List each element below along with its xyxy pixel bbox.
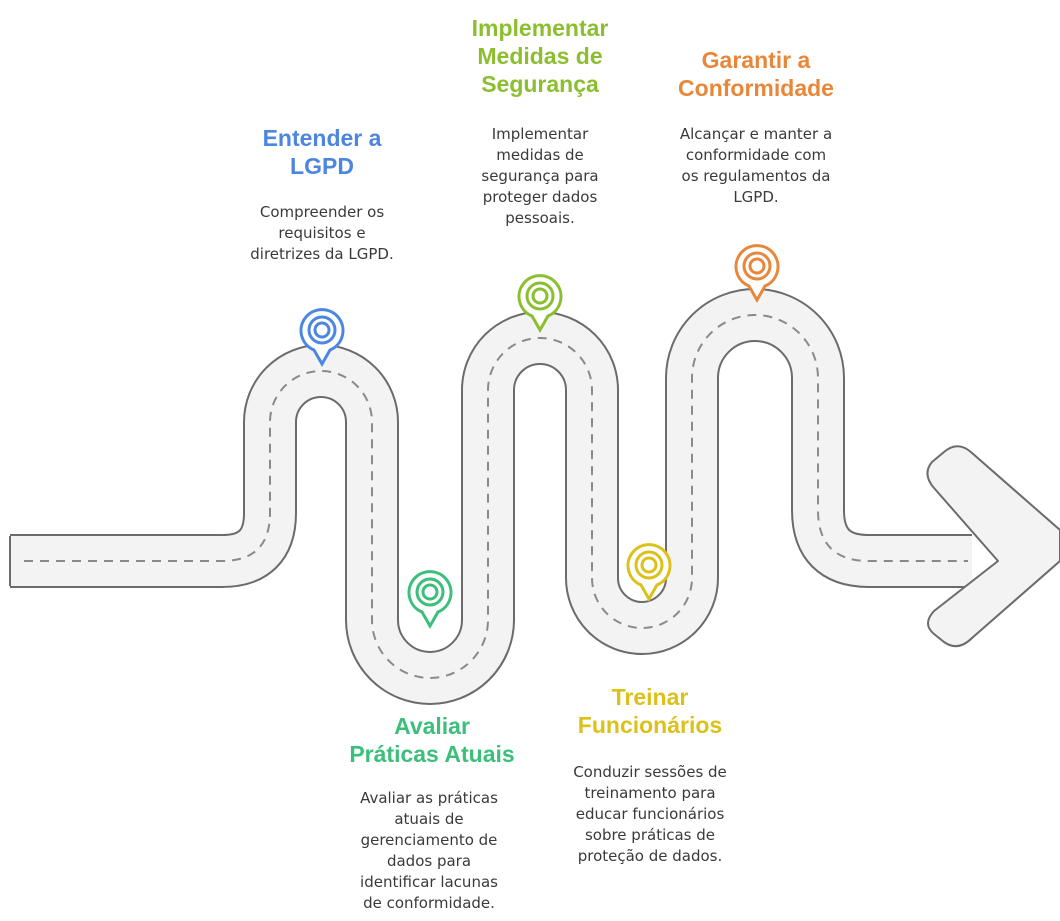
- step-description-garantir: Alcançar e manter a conformidade com os re…: [680, 124, 832, 208]
- location-pin-icon: [407, 570, 453, 630]
- step-description-line: requisitos e: [278, 224, 366, 242]
- step-description-line: de conformidade.: [363, 894, 495, 912]
- pin-inner-ring: [640, 556, 658, 574]
- step-description-line: diretrizes da LGPD.: [250, 245, 394, 263]
- location-pin-icon: [517, 274, 563, 334]
- step-description-line: LGPD.: [733, 188, 779, 206]
- step-title-line: Implementar: [471, 15, 609, 41]
- road-surface: [10, 290, 972, 703]
- step-title-line: Entender a: [262, 125, 382, 151]
- pin-outer-ring: [307, 315, 337, 345]
- step-title-line: Garantir a: [701, 47, 811, 73]
- step-description-treinar: Conduzir sessões de treinamento para educa…: [573, 762, 727, 867]
- pin-inner-ring: [421, 583, 439, 601]
- pin-inner-ring: [748, 257, 766, 275]
- step-description-implementar: Implementar medidas de segurança para prote…: [481, 124, 598, 229]
- step-title-line: Treinar: [611, 684, 689, 710]
- step-description-line: Conduzir sessões de: [573, 763, 727, 781]
- pin-outer-ring: [525, 281, 555, 311]
- step-description-line: proteção de dados.: [577, 847, 723, 865]
- pin-inner-ring: [313, 321, 331, 339]
- location-pin-icon: [734, 244, 780, 304]
- road-center-line: [24, 314, 968, 679]
- step-description-line: educar funcionários: [575, 805, 725, 823]
- step-description-line: treinamento para: [584, 784, 716, 802]
- step-description-line: pessoais.: [505, 209, 575, 227]
- step-markers: [299, 244, 780, 630]
- step-description-entender: Compreender os requisitos e diretrizes da …: [250, 202, 393, 265]
- step-title-line: Avaliar: [394, 713, 470, 739]
- step-description-line: Compreender os: [259, 203, 385, 221]
- step-title-line: LGPD: [290, 153, 354, 179]
- step-description-line: identificar lacunas: [360, 873, 498, 891]
- pin-inner-ring: [531, 287, 549, 305]
- step-description-line: segurança para: [481, 167, 599, 185]
- pin-outer-ring: [634, 550, 664, 580]
- location-pin-icon: [626, 543, 672, 603]
- step-description-line: dados para: [386, 852, 472, 870]
- step-title-line: Segurança: [481, 71, 599, 97]
- step-description-line: os regulamentos da: [681, 167, 831, 185]
- step-title-line: Medidas de: [477, 43, 603, 69]
- pin-outer-ring: [742, 251, 772, 281]
- step-title-line: Conformidade: [678, 75, 834, 101]
- location-pin-icon: [299, 308, 345, 368]
- step-description-line: proteger dados: [482, 188, 598, 206]
- arrow-right-icon: [926, 445, 1060, 648]
- step-description-line: Avaliar as práticas: [360, 789, 498, 807]
- step-description-line: sobre práticas de: [584, 826, 716, 844]
- pin-outer-ring: [415, 577, 445, 607]
- step-description-line: atuais de: [394, 810, 464, 828]
- step-description-line: conformidade com: [685, 146, 827, 164]
- step-description-line: medidas de: [496, 146, 584, 164]
- step-description-line: Alcançar e manter a: [679, 125, 833, 143]
- step-description-line: gerenciamento de: [360, 831, 498, 849]
- winding-road: [9, 288, 972, 705]
- road-arrow-head: [926, 445, 1060, 648]
- step-title-line: Funcionários: [577, 712, 723, 738]
- step-title-line: Práticas Atuais: [349, 741, 515, 767]
- step-description-line: Implementar: [491, 125, 589, 143]
- step-description-avaliar: Avaliar as práticas atuais de gerenciament…: [360, 788, 498, 914]
